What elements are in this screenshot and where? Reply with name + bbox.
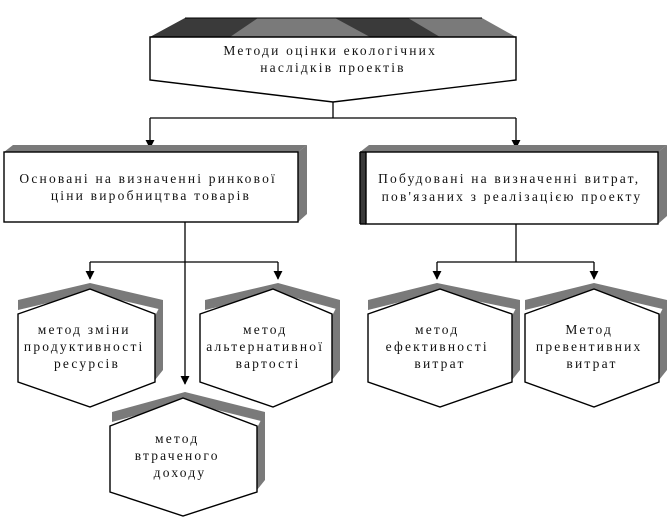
- method-productivity-text: метод зміни продуктивності ресурсів: [24, 322, 150, 371]
- method-lost-income-line-1: метод: [155, 431, 200, 446]
- root-node-line-1: Методи оцінки екологічних: [223, 43, 437, 58]
- left-group-line-1: Основані на визначенні ринкової: [19, 171, 277, 186]
- method-preventive-node: Метод превентивних витрат: [524, 283, 667, 408]
- root-node-text: Методи оцінки екологічних наслідків прое…: [223, 43, 442, 75]
- right-group-line-1: Побудовані на визначенні витрат,: [378, 171, 640, 186]
- method-efficiency-node: метод ефективності витрат: [367, 283, 520, 408]
- method-productivity-line-1: метод зміни: [38, 322, 131, 337]
- method-efficiency-text: метод ефективності витрат: [386, 322, 495, 371]
- method-productivity-node: метод зміни продуктивності ресурсів: [17, 283, 163, 408]
- left-group-node: Основані на визначенні ринкової ціни вир…: [3, 145, 307, 223]
- method-productivity-shape: [17, 288, 156, 408]
- method-preventive-line-2: превентивних: [536, 339, 643, 354]
- left-group-text: Основані на визначенні ринкової ціни вир…: [19, 171, 282, 203]
- right-group-box: [365, 151, 659, 225]
- method-alternative-line-3: вартості: [236, 356, 301, 371]
- method-efficiency-line-2: ефективності: [386, 339, 489, 354]
- root-node: Методи оцінки екологічних наслідків прое…: [149, 17, 517, 103]
- method-lost-income-node: метод втраченого доходу: [109, 392, 265, 517]
- method-lost-income-line-3: доходу: [154, 465, 207, 480]
- connectors: [85, 102, 599, 385]
- method-productivity-line-2: продуктивності: [24, 339, 145, 354]
- left-group-box: [3, 151, 299, 223]
- root-node-shape: [149, 36, 517, 103]
- method-productivity-line-3: ресурсів: [54, 356, 120, 371]
- method-lost-income-text: метод втраченого доходу: [135, 431, 226, 480]
- method-preventive-shape: [524, 288, 660, 408]
- left-group-line-2: ціни виробництва товарів: [51, 188, 251, 203]
- root-node-line-2: наслідків проектів: [260, 60, 406, 75]
- method-preventive-line-3: витрат: [566, 356, 617, 371]
- method-alternative-shape: [199, 288, 333, 408]
- right-group-node: Побудовані на визначенні витрат, пов'яза…: [359, 145, 667, 225]
- method-alternative-line-2: альтернативної: [206, 339, 324, 354]
- right-group-text: Побудовані на визначенні витрат, пов'яза…: [378, 171, 646, 204]
- method-efficiency-shape: [367, 288, 513, 408]
- method-lost-income-line-2: втраченого: [135, 448, 220, 463]
- method-preventive-text: Метод превентивних витрат: [536, 322, 648, 371]
- method-alternative-node: метод альтернативної вартості: [199, 283, 340, 408]
- method-efficiency-line-3: витрат: [414, 356, 465, 371]
- method-alternative-text: метод альтернативної вартості: [206, 322, 330, 371]
- right-group-line-2: пов'язаних з реалізацією проекту: [382, 189, 643, 204]
- method-efficiency-line-1: метод: [415, 322, 460, 337]
- method-lost-income-shape: [109, 397, 258, 517]
- method-alternative-line-1: метод: [243, 322, 288, 337]
- method-preventive-line-1: Метод: [565, 322, 613, 337]
